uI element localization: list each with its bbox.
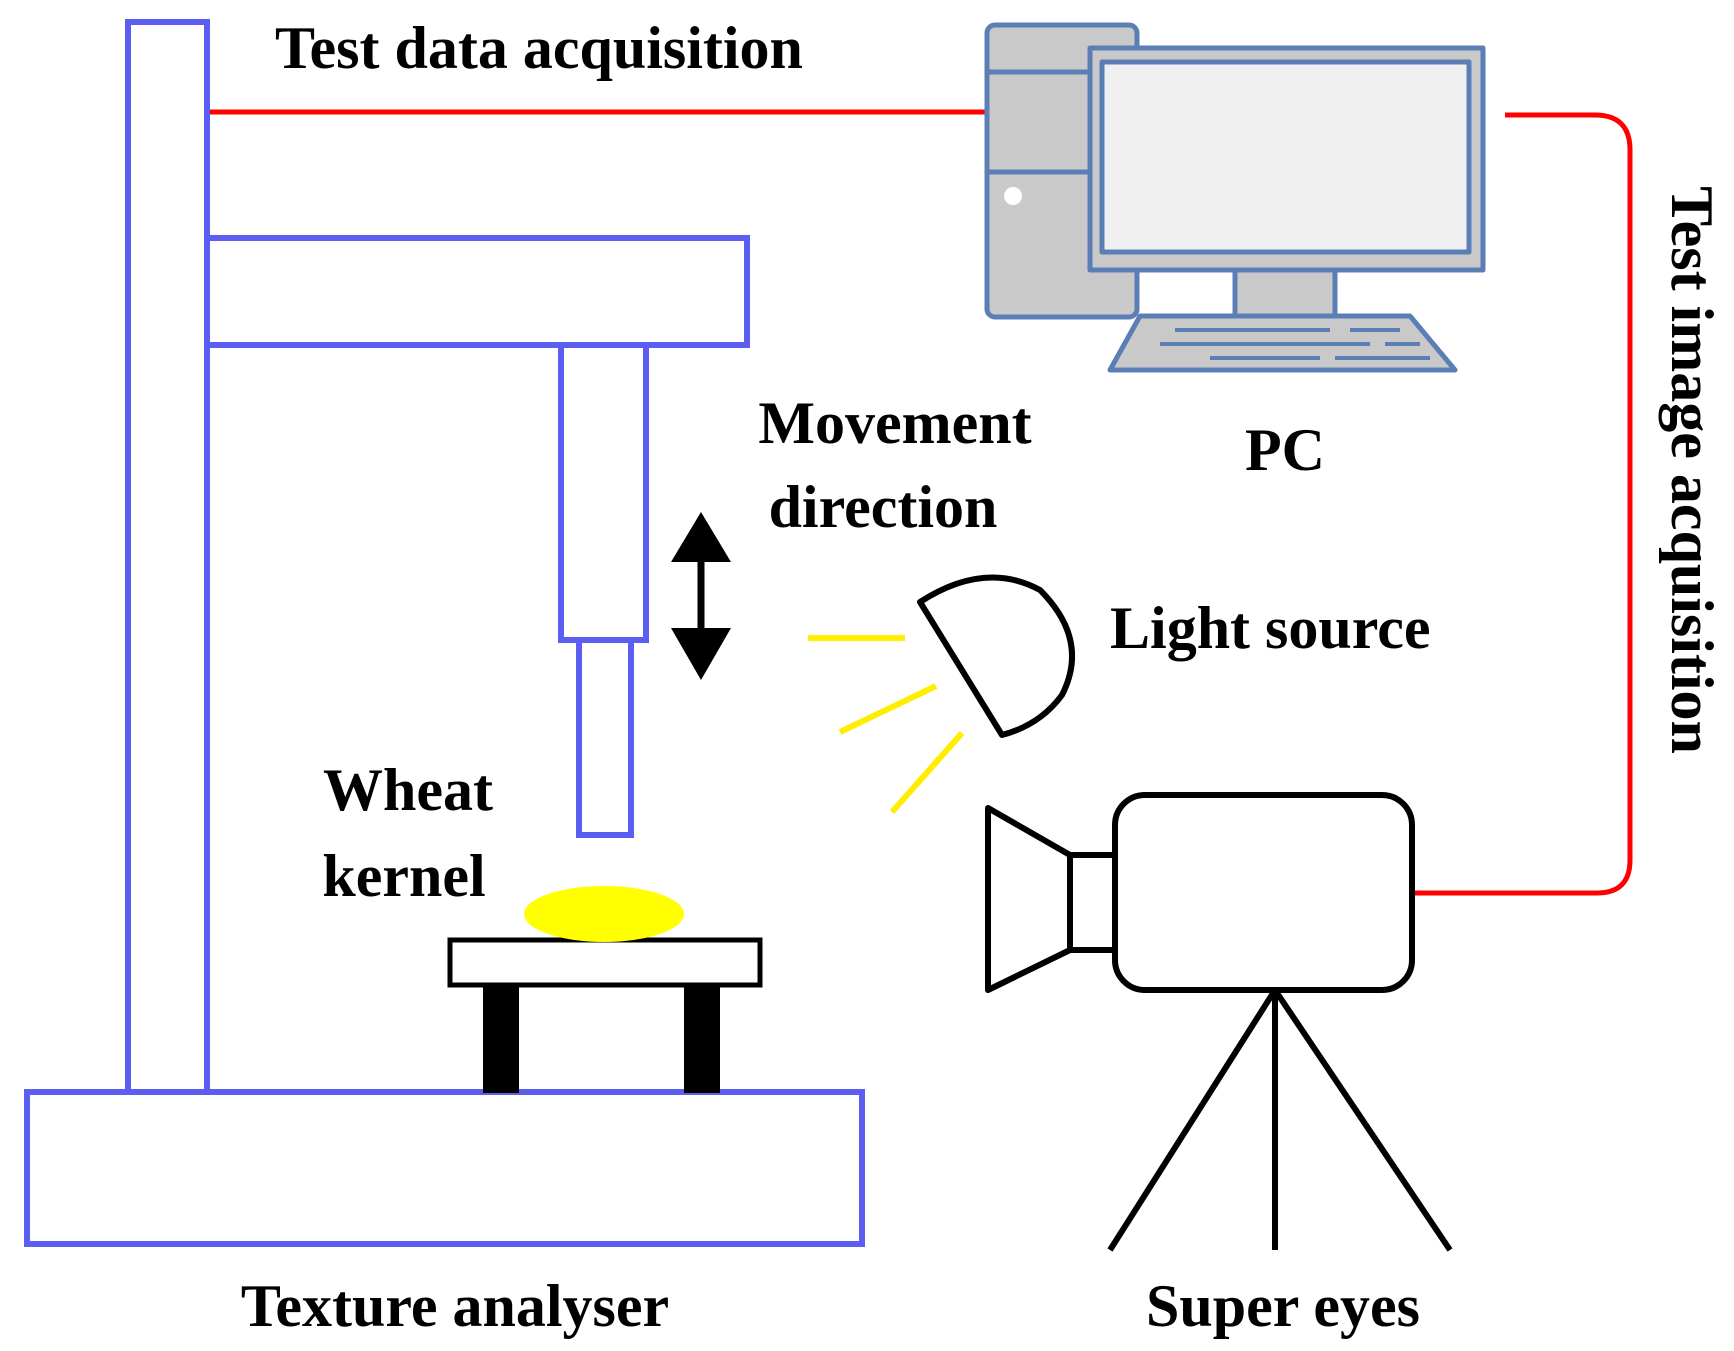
wheat-kernel-label-line2: kernel (322, 843, 485, 909)
light-ray (889, 731, 965, 814)
movement-direction-label-line2: direction (769, 474, 998, 540)
pc-label: PC (1245, 417, 1325, 483)
stage-leg-right (684, 985, 720, 1093)
movement-direction-label-line1: Movement (758, 390, 1031, 456)
camera-body (1112, 792, 1415, 993)
texture-analyser-label: Texture analyser (241, 1273, 669, 1339)
desktop-computer-icon (984, 22, 1486, 373)
light-source-label: Light source (1110, 595, 1431, 661)
light-ray (838, 683, 938, 735)
tripod-leg (1272, 988, 1453, 1252)
stage-leg-left (483, 985, 519, 1093)
wheat-kernel-label-line1: Wheat (323, 757, 493, 823)
analyser-base (24, 1089, 865, 1247)
test-data-acquisition-label: Test data acquisition (275, 15, 803, 81)
camera-lens (1067, 852, 1118, 953)
texture-analyser (24, 19, 865, 1247)
stage-top (447, 937, 763, 988)
sample-stage (447, 886, 763, 1093)
test-image-acquisition-label: Test image acquisition (1659, 186, 1725, 754)
video-camera-icon (985, 792, 1453, 1252)
lamp-icon (808, 574, 1075, 814)
camera-lens-hood (985, 805, 1073, 993)
image-cable (1414, 112, 1633, 896)
tripod-leg (1107, 988, 1278, 1252)
analyser-arm (204, 235, 750, 348)
double-arrow-icon (671, 512, 731, 680)
super-eyes-label: Super eyes (1146, 1273, 1420, 1339)
pc-stand (1232, 267, 1338, 321)
analyser-column (125, 19, 210, 1095)
wheat-kernel (524, 886, 684, 942)
pc-screen (1099, 59, 1472, 255)
analyser-probe (576, 637, 634, 838)
analyser-crosshead (558, 342, 649, 643)
